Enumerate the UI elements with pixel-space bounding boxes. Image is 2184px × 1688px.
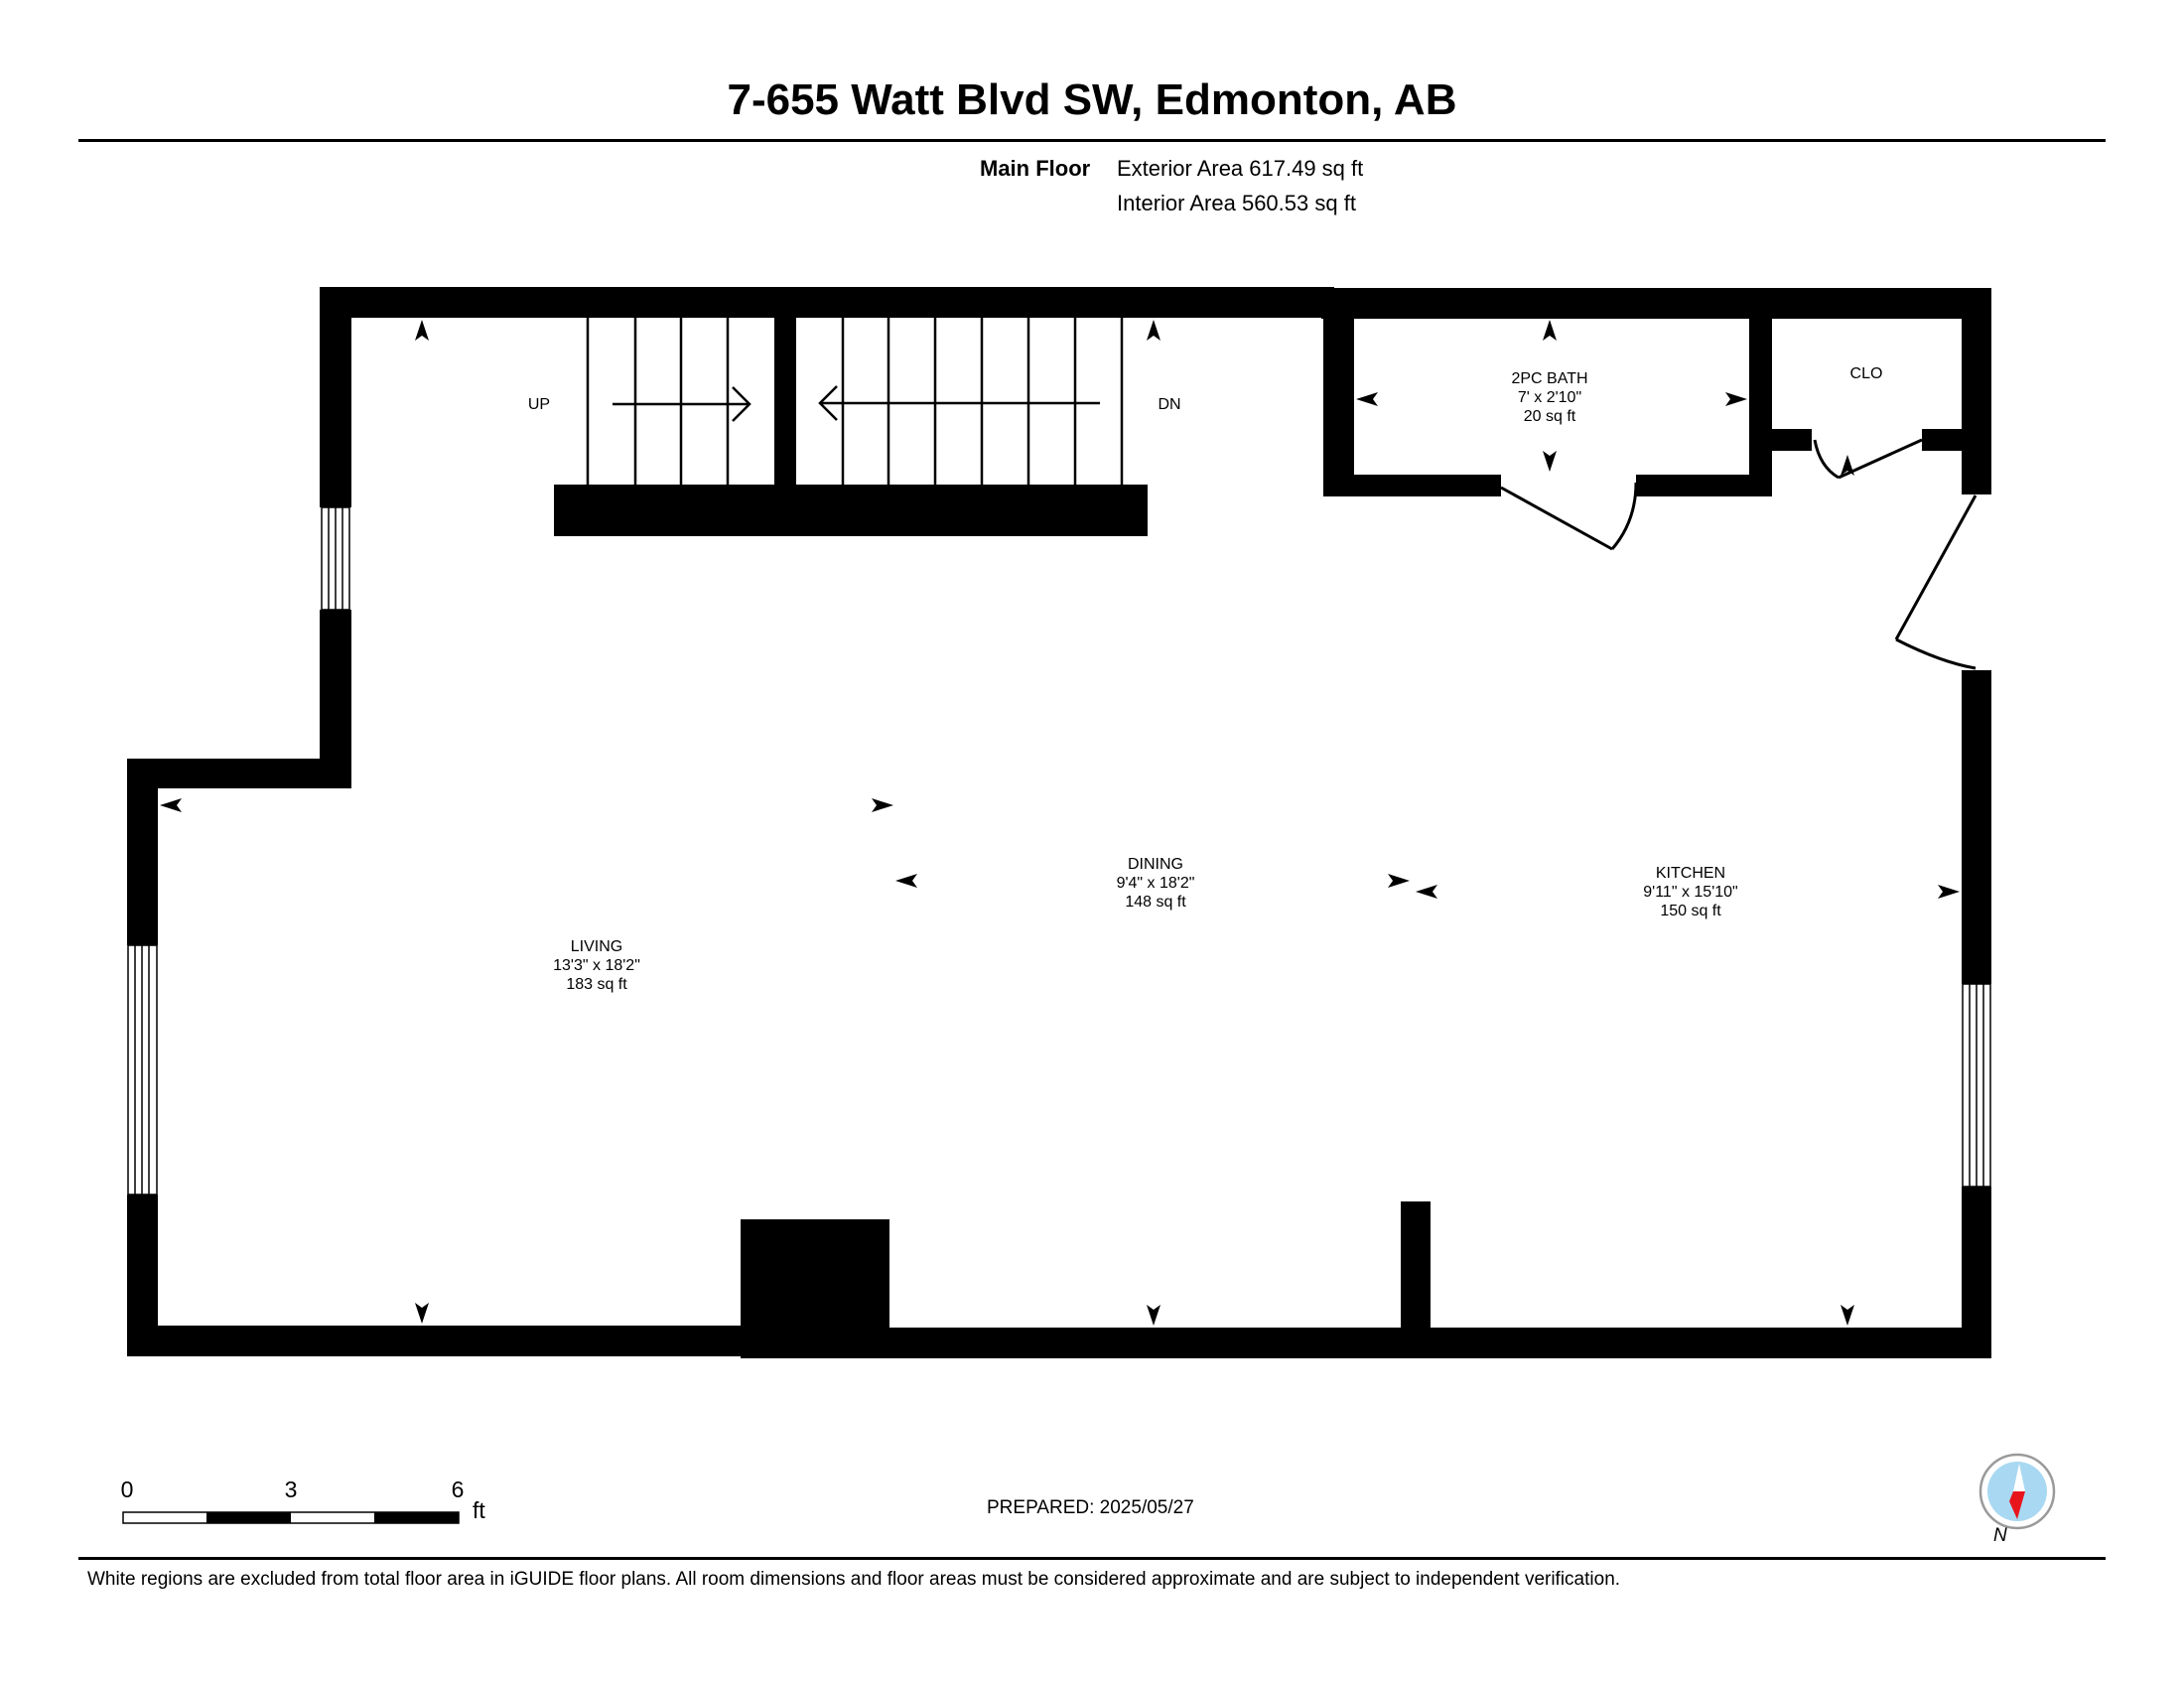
bath-wall-right (1749, 288, 1772, 496)
windows (127, 506, 1991, 1196)
bath-wall-bottom-right (1636, 475, 1772, 496)
footer-divider (78, 1557, 2106, 1560)
entry-door (1894, 494, 1978, 640)
wall-top-left (320, 287, 1334, 318)
stair-divider (774, 318, 796, 492)
wall-bottom-left (127, 1326, 752, 1356)
scale-tick-3: 3 (285, 1477, 298, 1502)
bath-area: 20 sq ft (1524, 408, 1576, 425)
wall-top-right (1321, 288, 1991, 319)
closet-wall-left-stub (1770, 429, 1812, 451)
scale-tick-6: 6 (452, 1477, 465, 1502)
compass-north-label: N (1993, 1525, 2007, 1546)
header-divider (78, 139, 2106, 142)
disclaimer-text: White regions are excluded from total fl… (87, 1569, 1621, 1590)
fireplace-block (741, 1219, 889, 1358)
bath-door (1500, 486, 1613, 551)
bath-dims: 7' x 2'10" (1518, 389, 1581, 406)
stair-arrows (613, 385, 1100, 422)
dining-name: DINING (1128, 856, 1183, 873)
doors (1500, 438, 1978, 670)
wall-stub (1401, 1201, 1431, 1331)
wall-right-upper (1962, 288, 1991, 494)
stair-base (554, 485, 1148, 536)
bath-wall-bottom-left (1323, 475, 1501, 496)
stairs-up-label: UP (528, 396, 550, 413)
exterior-area: Exterior Area 617.49 sq ft (1117, 156, 1364, 181)
dining-area: 148 sq ft (1125, 894, 1186, 911)
scale-unit: ft (473, 1497, 485, 1523)
scale-bar: 0 3 6 (121, 1477, 465, 1524)
wall-right-mid (1962, 670, 1991, 984)
walls (127, 287, 1991, 1358)
compass-icon (1979, 1453, 2056, 1530)
dimension-arrows (160, 320, 1960, 1326)
living-dims: 13'3" x 18'2" (553, 957, 640, 974)
kitchen-name: KITCHEN (1656, 865, 1725, 882)
dining-dims: 9'4" x 18'2" (1117, 875, 1195, 892)
wall-step (127, 759, 351, 788)
wall-right-lower (1962, 1187, 1991, 1358)
kitchen-area: 150 sq ft (1660, 903, 1721, 919)
closet-name: CLO (1850, 365, 1883, 382)
prepared-date: PREPARED: 2025/05/27 (987, 1497, 1194, 1518)
page-title: 7-655 Watt Blvd SW, Edmonton, AB (727, 75, 1457, 124)
closet-wall-right-stub (1922, 429, 1964, 451)
scale-tick-0: 0 (121, 1477, 134, 1502)
kitchen-dims: 9'11" x 15'10" (1643, 884, 1737, 901)
bath-name: 2PC BATH (1511, 370, 1587, 387)
living-name: LIVING (571, 938, 622, 955)
bath-wall-left (1323, 288, 1354, 496)
wall-bottom-right (888, 1328, 1991, 1358)
wall-left-upper (320, 287, 351, 507)
living-area: 183 sq ft (566, 976, 627, 993)
wall-left-outer-upper (127, 759, 158, 945)
floor-name: Main Floor (980, 156, 1091, 181)
interior-area: Interior Area 560.53 sq ft (1117, 191, 1356, 215)
stairs-down-label: DN (1158, 396, 1180, 413)
